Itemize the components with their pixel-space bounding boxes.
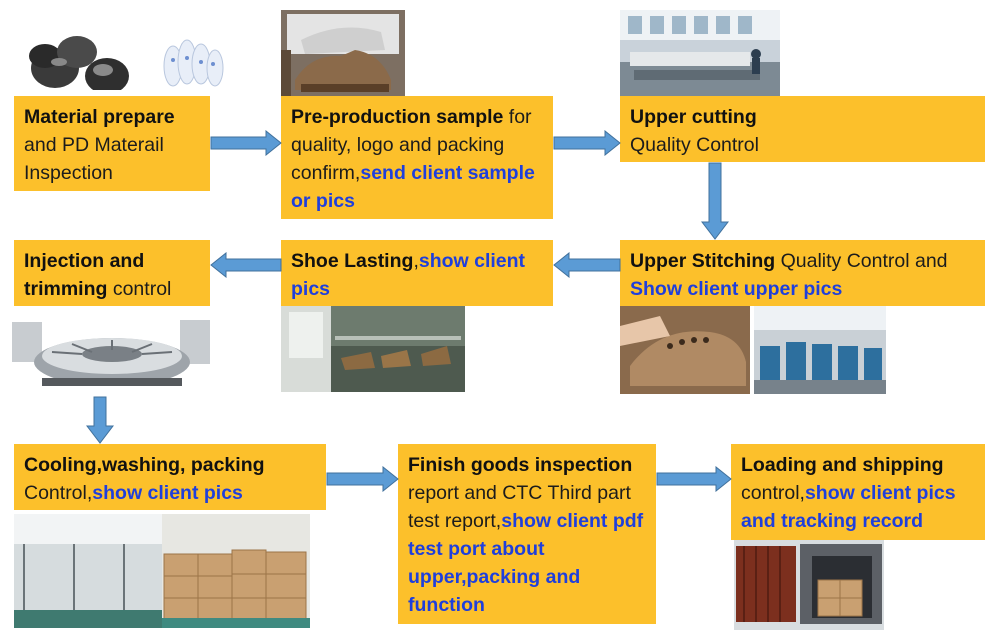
shoe-lasting-photo (281, 306, 465, 392)
step-title: Loading and shipping (741, 454, 944, 476)
cutting-floor-photo (620, 10, 780, 96)
arrow-right-icon (326, 466, 399, 492)
step-text: , (413, 250, 419, 272)
step-title: Shoe Lasting (291, 250, 414, 272)
step-shoe-lasting: Shoe Lasting,show client pics (281, 240, 553, 306)
arrow-down-icon (701, 162, 729, 240)
arrow-left-icon (210, 252, 282, 278)
shipping-containers-photo (734, 540, 884, 630)
step-upper-cutting: Upper cutting Quality Control (620, 96, 985, 162)
arrow-down-icon (86, 396, 114, 444)
step-injection-trimming: Injection and trimming control (14, 240, 210, 306)
step-text: and PD Materail Inspection (24, 134, 164, 184)
step-highlight: show client pics and tracking record (741, 482, 956, 532)
step-finish-goods-inspection: Finish goods inspection report and CTC T… (398, 444, 656, 624)
step-text: for quality, logo and packing confirm, (291, 106, 532, 184)
step-text: Control, (24, 482, 93, 504)
step-title: Upper Stitching (630, 250, 776, 272)
step-upper-stitching: Upper Stitching Quality Control and Show… (620, 240, 985, 306)
step-highlight: send client sample or pics (291, 162, 535, 212)
step-highlight: show client pdf test port about upper,pa… (408, 510, 644, 616)
step-title: Cooling,washing, packing (24, 454, 265, 476)
arrow-right-icon (656, 466, 732, 492)
injection-machine-photo (12, 312, 212, 396)
step-text: control (107, 278, 172, 300)
warehouse-boxes-photo (14, 514, 310, 628)
step-title: Upper cutting (630, 106, 757, 128)
step-title: Material prepare (24, 106, 175, 128)
step-title: Injection and trimming (24, 250, 145, 300)
stitching-photos (620, 306, 886, 394)
step-text: report and CTC Third part test report, (408, 482, 631, 532)
step-loading-shipping: Loading and shipping control,show client… (731, 444, 985, 540)
step-cooling-washing-packing: Cooling,washing, packing Control,show cl… (14, 444, 326, 510)
step-title: Finish goods inspection (408, 454, 633, 476)
step-highlight: show client pics (92, 482, 243, 504)
arrow-left-icon (553, 252, 621, 278)
step-text: control, (741, 482, 805, 504)
toe-cap-materials-photo (15, 18, 225, 90)
step-highlight: Show client upper pics (630, 278, 843, 300)
arrow-right-icon (210, 130, 282, 156)
step-title: Pre-production sample (291, 106, 504, 128)
sample-boots-photo (281, 10, 405, 96)
step-pre-production-sample: Pre-production sample for quality, logo … (281, 96, 553, 219)
step-material-prepare: Material prepare and PD Materail Inspect… (14, 96, 210, 191)
step-text: Quality Control and (775, 250, 948, 272)
arrow-right-icon (553, 130, 621, 156)
step-highlight: show client pics (291, 250, 526, 300)
step-text: Quality Control (630, 134, 759, 156)
